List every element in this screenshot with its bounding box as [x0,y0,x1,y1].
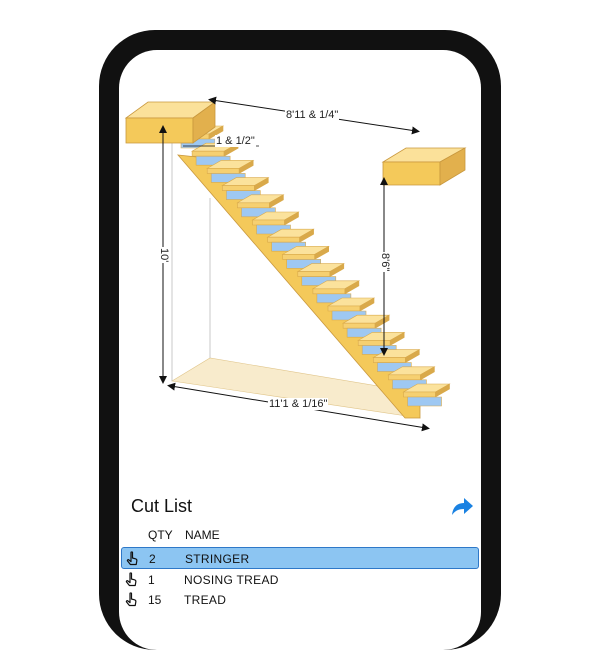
step-tread-side [314,245,330,260]
top-span-label: 8'11 & 1/4" [285,109,340,121]
step-tread-side [284,211,299,226]
step-tread-side [389,331,405,346]
step-tread-front [237,202,270,209]
row-qty: 1 [148,573,155,587]
step-tread-front [327,305,361,312]
step-tread-front [342,322,376,329]
cut-list-column-headers: QTY NAME [131,527,476,545]
step-tread-side [359,297,375,312]
row-qty: 2 [149,552,156,566]
step-tread-side [299,228,314,243]
step-tread-side [329,263,345,278]
step-tread-front [357,340,391,346]
row-qty: 15 [148,593,162,607]
step-tread-side [420,366,435,381]
step-tread-front [222,185,255,191]
step-tread-front [297,271,331,277]
qty-column-header: QTY [148,528,173,542]
step-tread-side [404,349,420,364]
step-tread-front [252,219,285,226]
step-tread-front [282,254,316,260]
table-row[interactable]: 1 NOSING TREAD [121,569,479,591]
step-tread-side [254,177,269,192]
step-tread-side [238,159,254,174]
step-tread-front [206,168,240,174]
name-column-header: NAME [185,528,220,542]
step-tread-side [269,194,284,209]
tap-hand-icon [126,551,138,566]
nosing-label: 1 & 1/2" [215,135,256,147]
tap-hand-icon [125,572,137,587]
step-tread-front [191,150,225,157]
step-tread-side [435,383,450,398]
height-label: 10' [158,247,170,264]
base-length-label: 11'1 & 1/16" [268,398,329,410]
table-row[interactable]: 15 TREAD [121,589,479,611]
step-tread-side [344,280,360,295]
upper-landing-block [124,101,217,144]
share-icon[interactable] [449,494,475,518]
step-tread-front [372,357,406,363]
step-tread-front [312,288,346,295]
lower-landing-block [381,147,467,186]
step-riser [407,396,442,407]
step-tread-front [403,391,436,398]
table-row[interactable]: 2 STRINGER [121,547,479,569]
cut-list-title: Cut List [131,496,193,516]
cut-list-header: Cut List [131,494,476,520]
landing-height-label: 8'6" [379,252,391,273]
step-tread-front [267,236,300,243]
row-name: STRINGER [185,552,250,566]
row-name: NOSING TREAD [184,573,279,587]
row-name: TREAD [184,593,227,607]
step-tread-front [388,374,421,381]
